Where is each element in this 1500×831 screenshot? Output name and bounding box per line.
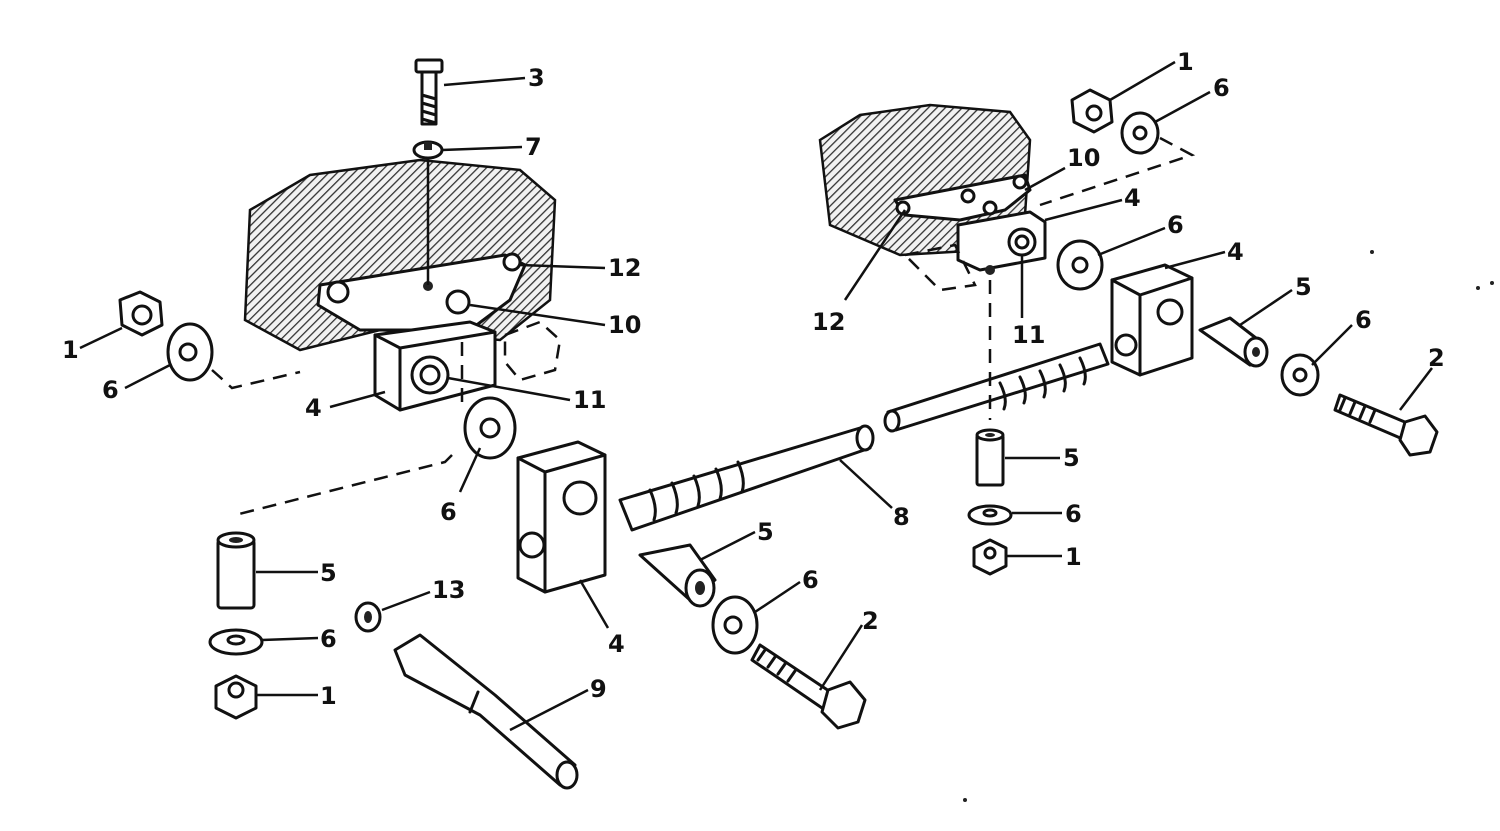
callout-4-left: 4 (305, 394, 322, 422)
callout-4-center: 4 (608, 630, 625, 658)
left-spacer-5 (216, 531, 256, 610)
callout-1-right-lower: 1 (1065, 543, 1082, 571)
callout-6-right-top: 6 (1213, 74, 1230, 102)
callout-6-right-lower: 6 (1065, 500, 1082, 528)
left-ghost-nut (503, 320, 562, 382)
callout-6-right-mid: 6 (1167, 211, 1184, 239)
right-washer-6-mid (1056, 239, 1104, 291)
left-washer-6 (166, 322, 214, 382)
callout-11-right: 11 (1012, 321, 1045, 349)
callout-5-right: 5 (1295, 273, 1312, 301)
callout-4-right: 4 (1227, 238, 1244, 266)
bolt-3 (414, 58, 444, 126)
right-mount-plate (893, 173, 1032, 222)
callout-5-left: 5 (320, 559, 337, 587)
clip-13 (354, 601, 382, 633)
callout-10-left: 10 (608, 311, 641, 339)
pin-9 (393, 633, 579, 790)
callout-2-lower: 2 (862, 607, 879, 635)
left-nut-1 (118, 290, 164, 337)
callout-1-right-top: 1 (1177, 48, 1194, 76)
center-spacer-5 (638, 543, 717, 608)
right-washer-6-side (1280, 353, 1320, 397)
callout-6-left: 6 (102, 376, 119, 404)
callout-6-center: 6 (802, 566, 819, 594)
right-spacer-5 (1198, 316, 1269, 368)
right-mount-block (956, 210, 1047, 275)
callout-8: 8 (893, 503, 910, 531)
callout-6-left-lower: 6 (440, 498, 457, 526)
left-mount-plate (316, 252, 527, 332)
center-mount-block-4 (516, 440, 607, 594)
right-mount-block-4 (1110, 263, 1194, 377)
callout-1-left-bottom: 1 (320, 682, 337, 710)
callout-2-right: 2 (1428, 344, 1445, 372)
callout-1-left: 1 (62, 336, 79, 364)
callout-5-center: 5 (757, 518, 774, 546)
shaft-8 (618, 424, 875, 532)
callout-11-left: 11 (573, 386, 606, 414)
bolt-2-lower (750, 643, 867, 730)
right-top-dash (1039, 136, 1196, 207)
right-ghost-nut (902, 243, 977, 292)
callout-9: 9 (590, 675, 607, 703)
callout-labels: 3 7 12 10 11 4 1 6 6 5 6 1 13 9 4 8 5 6 … (62, 48, 1445, 710)
center-washer-6 (711, 595, 759, 655)
leader-lines (79, 60, 1433, 732)
right-nut-1-top (1070, 88, 1114, 134)
left-washer-6-lower (463, 396, 517, 460)
right-washer-6-top (1120, 111, 1160, 155)
right-spacer-5-lower (975, 428, 1005, 487)
scan-specks (963, 250, 1494, 802)
callout-5-right-lower: 5 (1063, 444, 1080, 472)
callout-6-right-side: 6 (1355, 306, 1372, 334)
callout-10-right: 10 (1067, 144, 1100, 172)
callout-3: 3 (528, 64, 545, 92)
left-mount-block (373, 320, 497, 412)
shaft-8-right (883, 342, 1110, 433)
left-washer-6-bottom (208, 628, 264, 656)
callout-13: 13 (432, 576, 465, 604)
callout-6-left-bottom: 6 (320, 625, 337, 653)
washer-7 (412, 140, 444, 160)
left-nut-1-bottom (214, 674, 258, 720)
right-washer-6-lower (967, 504, 1013, 526)
callout-7: 7 (525, 133, 542, 161)
bolt-2-right (1333, 393, 1439, 457)
left-washer-dash (211, 369, 301, 390)
left-diagonal-dash (234, 454, 453, 517)
callout-12-right: 12 (812, 308, 845, 336)
right-nut-1-lower (972, 538, 1008, 576)
callout-12-left: 12 (608, 254, 641, 282)
callout-4-right-top: 4 (1124, 184, 1141, 212)
